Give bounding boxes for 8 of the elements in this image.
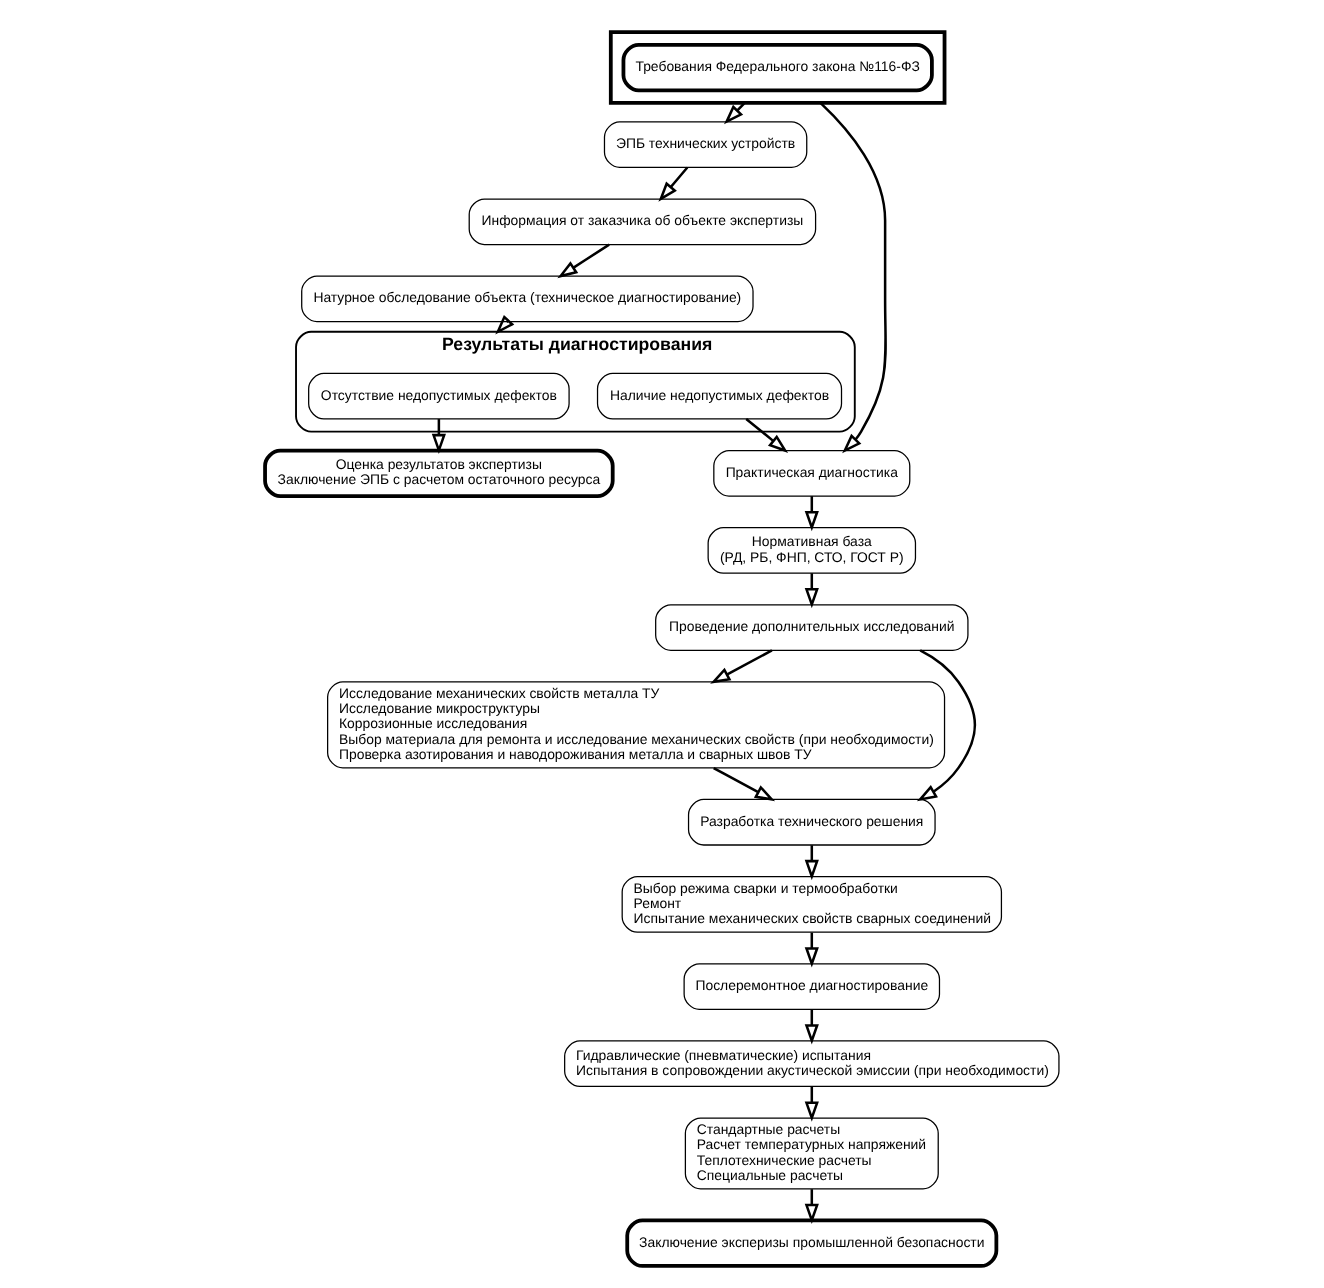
cluster xyxy=(608,30,947,105)
arrow xyxy=(745,418,789,453)
arrow xyxy=(710,649,773,684)
arrow xyxy=(819,102,887,454)
arrow xyxy=(495,314,515,335)
arrow xyxy=(713,766,776,802)
arrow xyxy=(658,166,689,202)
arrow xyxy=(557,243,610,279)
